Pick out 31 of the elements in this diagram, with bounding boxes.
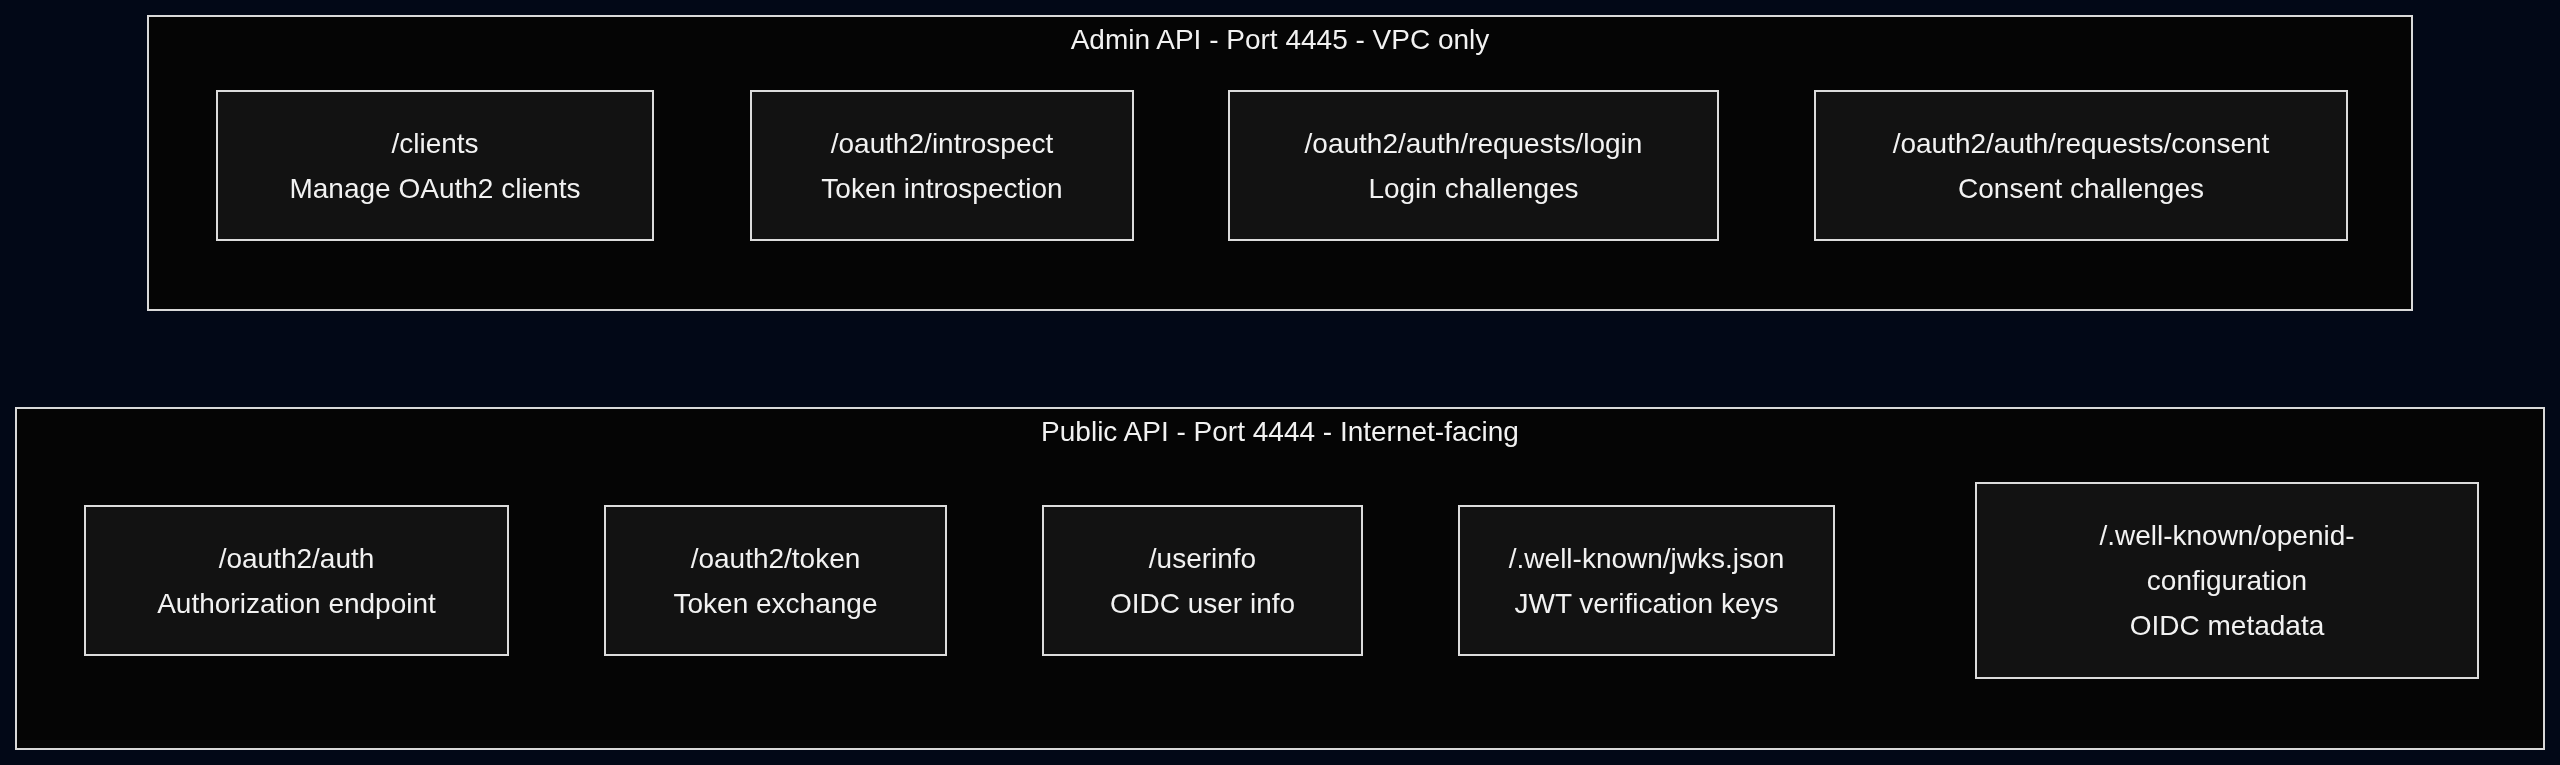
endpoint-description: OIDC metadata (2129, 609, 2325, 643)
endpoint-path: /oauth2/auth/requests/consent (1892, 126, 2270, 161)
endpoint-description: Manage OAuth2 clients (289, 171, 581, 206)
endpoint-box (1814, 90, 2348, 241)
endpoint-path: /userinfo (1148, 541, 1257, 576)
endpoint-description: Authorization endpoint (157, 586, 436, 621)
endpoint-path: /.well-known/openid-configuration (2098, 519, 2356, 598)
endpoint-path: /clients (391, 126, 479, 161)
endpoint-path: /.well-known/jwks.json (1508, 541, 1785, 576)
endpoint-description: JWT verification keys (1514, 586, 1779, 621)
endpoint-box (604, 505, 947, 656)
endpoint-description: Token introspection (821, 171, 1063, 206)
endpoint-box (1975, 482, 2479, 679)
endpoint-box (84, 505, 509, 656)
endpoint-path: /oauth2/auth/requests/login (1304, 126, 1643, 161)
endpoint-path: /oauth2/auth (218, 541, 375, 576)
panel-title: Admin API - Port 4445 - VPC only (1070, 23, 1490, 57)
endpoint-box (216, 90, 654, 241)
endpoint-description: Login challenges (1368, 171, 1579, 206)
endpoint-box (1228, 90, 1719, 241)
endpoint-description: Token exchange (673, 586, 878, 621)
panel-title: Public API - Port 4444 - Internet-facing (1041, 415, 1519, 449)
endpoint-box (750, 90, 1134, 241)
api-group-panel (147, 15, 2413, 311)
endpoint-path: /oauth2/introspect (830, 126, 1054, 161)
endpoint-path: /oauth2/token (690, 541, 861, 576)
api-group-panel (15, 407, 2545, 750)
endpoint-box (1458, 505, 1835, 656)
endpoint-description: OIDC user info (1109, 586, 1296, 621)
endpoint-box (1042, 505, 1363, 656)
endpoint-description: Consent challenges (1958, 171, 2204, 206)
